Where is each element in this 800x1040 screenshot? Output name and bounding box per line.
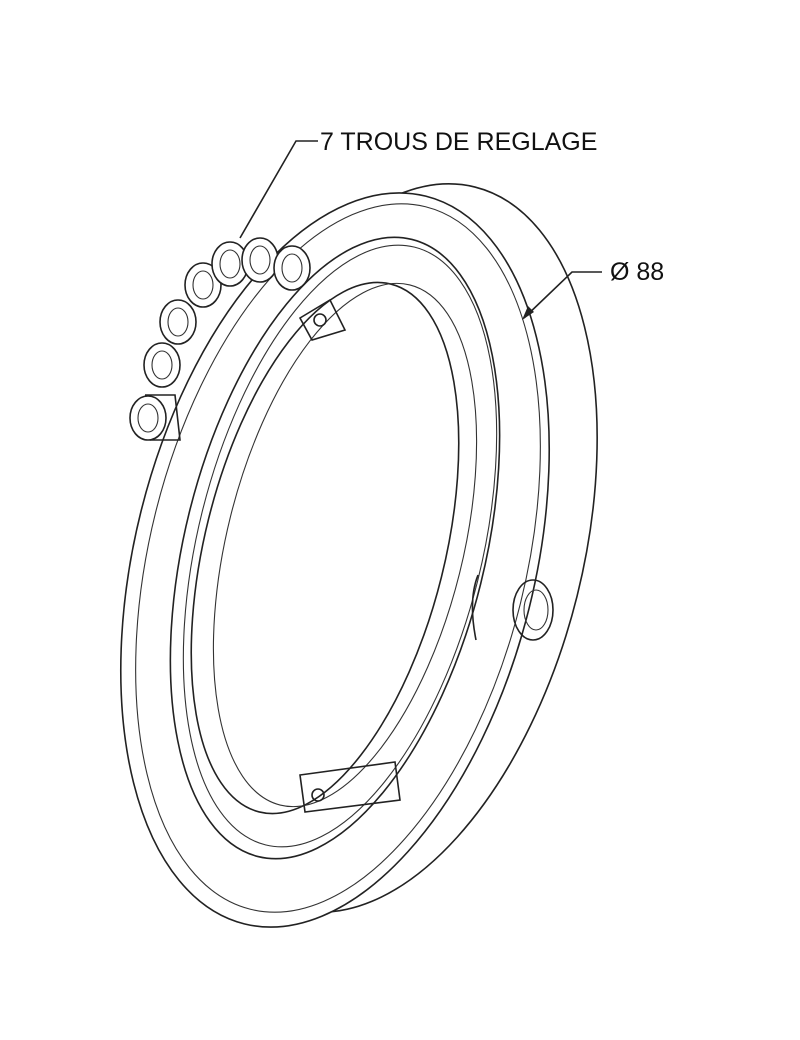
leader-lines bbox=[239, 140, 602, 320]
holes-label: 7 TROUS DE REGLAGE bbox=[320, 128, 598, 156]
adjustment-holes bbox=[129, 237, 311, 441]
hole-1 bbox=[129, 394, 181, 441]
diameter-value: 88 bbox=[636, 258, 665, 286]
hole-7 bbox=[273, 245, 311, 291]
side-hole bbox=[471, 574, 554, 641]
hole-3 bbox=[159, 299, 197, 345]
hole-6 bbox=[241, 237, 279, 283]
diameter-label: Ø 88 bbox=[610, 258, 664, 287]
hole-4 bbox=[184, 262, 222, 308]
hole-2 bbox=[143, 342, 181, 388]
diameter-symbol: Ø bbox=[610, 258, 630, 286]
ring-body bbox=[119, 183, 598, 928]
